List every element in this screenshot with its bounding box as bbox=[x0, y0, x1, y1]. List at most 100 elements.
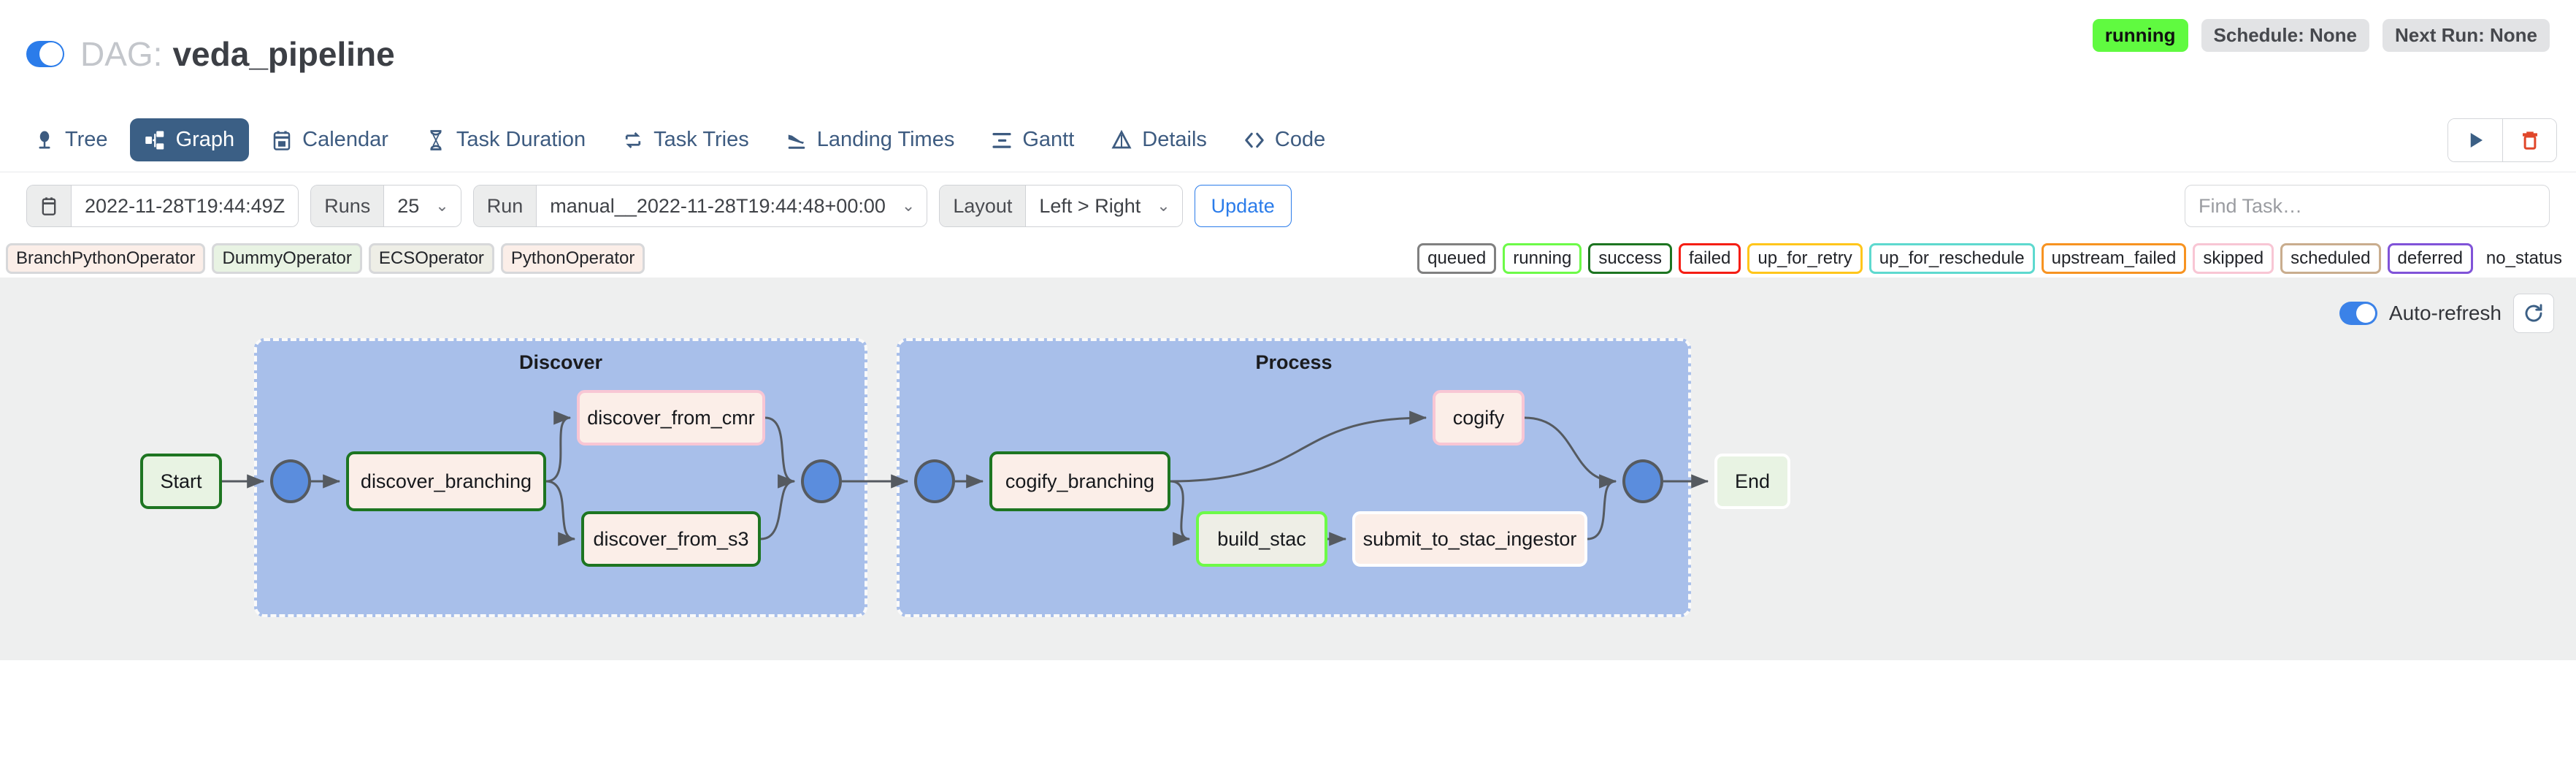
auto-refresh-toggle[interactable] bbox=[2339, 302, 2377, 325]
tab-calendar-label: Calendar bbox=[302, 128, 388, 151]
operator-legend-chip[interactable]: PythonOperator bbox=[500, 243, 645, 274]
delete-dag-button[interactable] bbox=[2502, 118, 2556, 161]
tab-graph[interactable]: Graph bbox=[129, 118, 250, 161]
run-group: Run manual__2022-11-28T19:44:48+00:00 ⌄ bbox=[472, 185, 928, 227]
status-legend-chip[interactable]: up_for_reschedule bbox=[1868, 243, 2035, 274]
graph-edge bbox=[545, 480, 576, 546]
view-tabbar: Tree Graph Calendar Task Duration Task T… bbox=[0, 108, 2576, 172]
update-button[interactable]: Update bbox=[1194, 185, 1292, 227]
status-legend-chip[interactable]: failed bbox=[1679, 243, 1741, 274]
tab-details[interactable]: Details bbox=[1096, 118, 1222, 161]
status-legend-chip[interactable]: queued bbox=[1417, 243, 1497, 274]
run-label: Run bbox=[473, 186, 537, 226]
runs-group: Runs 25 ⌄ bbox=[310, 185, 461, 227]
triangle-icon bbox=[1111, 129, 1132, 151]
graph-edge bbox=[1524, 416, 1617, 489]
chevron-down-icon: ⌄ bbox=[1157, 196, 1170, 215]
trigger-dag-button[interactable] bbox=[2448, 118, 2502, 161]
status-legend-chip[interactable]: no_status bbox=[2485, 248, 2562, 269]
schedule-badge[interactable]: Schedule: None bbox=[2201, 19, 2369, 52]
next-run-badge[interactable]: Next Run: None bbox=[2383, 19, 2550, 52]
operator-legend-chip[interactable]: ECSOperator bbox=[368, 243, 494, 274]
tab-landing-times-label: Landing Times bbox=[816, 128, 955, 151]
graph-edge bbox=[1587, 474, 1617, 540]
runs-label: Runs bbox=[311, 186, 385, 226]
dag-action-buttons bbox=[2447, 118, 2557, 162]
status-legend-chip[interactable]: running bbox=[1503, 243, 1582, 274]
toggle-pill bbox=[26, 41, 64, 67]
graph-edge bbox=[760, 474, 796, 540]
graph-node-start[interactable]: Start bbox=[140, 454, 222, 509]
tab-code[interactable]: Code bbox=[1229, 118, 1340, 161]
page-title: veda_pipeline bbox=[172, 35, 395, 73]
dag-prefix-label: DAG: bbox=[80, 35, 163, 73]
tab-task-tries-label: Task Tries bbox=[653, 128, 749, 151]
page-header: DAG: veda_pipeline running Schedule: Non… bbox=[0, 0, 2576, 108]
tab-gantt[interactable]: Gantt bbox=[976, 118, 1089, 161]
find-task-input[interactable] bbox=[2185, 185, 2550, 227]
status-legend-chip[interactable]: scheduled bbox=[2280, 243, 2381, 274]
landing-icon bbox=[786, 129, 808, 151]
tab-tree-label: Tree bbox=[65, 128, 108, 151]
graph-join-node[interactable] bbox=[270, 459, 311, 503]
graph-join-node[interactable] bbox=[1622, 459, 1663, 503]
tab-task-tries[interactable]: Task Tries bbox=[607, 118, 764, 161]
run-select[interactable]: manual__2022-11-28T19:44:48+00:00 ⌄ bbox=[537, 186, 927, 226]
layout-group: Layout Left > Right ⌄ bbox=[939, 185, 1183, 227]
graph-node-discover_from_s3[interactable]: discover_from_s3 bbox=[581, 511, 761, 567]
refresh-button[interactable] bbox=[2513, 294, 2554, 333]
graph-edges bbox=[222, 410, 1709, 546]
hourglass-icon bbox=[425, 129, 447, 151]
calendar-icon[interactable] bbox=[27, 186, 72, 226]
operator-legend-chip[interactable]: DummyOperator bbox=[212, 243, 362, 274]
trash-icon bbox=[2522, 131, 2537, 150]
task-group-title: Process bbox=[1255, 351, 1333, 373]
status-badge: running bbox=[2092, 19, 2188, 52]
base-date-group: 2022-11-28T19:44:49Z bbox=[26, 185, 299, 227]
status-legend-chip[interactable]: skipped bbox=[2193, 243, 2274, 274]
status-legend-chip[interactable]: upstream_failed bbox=[2041, 243, 2187, 274]
graph-edge bbox=[545, 410, 572, 483]
chevron-down-icon: ⌄ bbox=[435, 196, 449, 215]
status-legend-chip[interactable]: up_for_retry bbox=[1747, 243, 1863, 274]
tab-task-duration-label: Task Duration bbox=[456, 128, 586, 151]
graph-filter-bar: 2022-11-28T19:44:49Z Runs 25 ⌄ Run manua… bbox=[0, 172, 2576, 240]
layout-label: Layout bbox=[940, 186, 1027, 226]
graph-icon bbox=[145, 129, 166, 151]
graph-node-cogify[interactable]: cogify bbox=[1433, 390, 1525, 446]
status-legend-chip[interactable]: deferred bbox=[2387, 243, 2473, 274]
code-icon bbox=[1243, 129, 1265, 151]
play-icon bbox=[2470, 132, 2483, 148]
status-legend-chip[interactable]: success bbox=[1588, 243, 1673, 274]
tab-landing-times[interactable]: Landing Times bbox=[771, 118, 970, 161]
graph-join-node[interactable] bbox=[914, 459, 955, 503]
gantt-icon bbox=[991, 129, 1013, 151]
refresh-icon bbox=[2525, 304, 2542, 322]
task-group-title: Discover bbox=[518, 351, 603, 373]
graph-join-node[interactable] bbox=[801, 459, 842, 503]
dag-pause-toggle[interactable] bbox=[26, 34, 66, 74]
graph-node-submit_to_stac_ingestor[interactable]: submit_to_stac_ingestor bbox=[1352, 511, 1587, 567]
graph-node-build_stac[interactable]: build_stac bbox=[1196, 511, 1327, 567]
graph-node-cogify_branching[interactable]: cogify_branching bbox=[989, 451, 1170, 511]
layout-select[interactable]: Left > Right ⌄ bbox=[1026, 186, 1182, 226]
graph-edge bbox=[1170, 410, 1427, 483]
runs-select-value: 25 bbox=[397, 194, 420, 217]
graph-node-discover_from_cmr[interactable]: discover_from_cmr bbox=[577, 390, 765, 446]
base-date-input[interactable]: 2022-11-28T19:44:49Z bbox=[72, 186, 299, 226]
operator-legend-chip[interactable]: BranchPythonOperator bbox=[6, 243, 206, 274]
tab-tree[interactable]: Tree bbox=[19, 118, 123, 161]
layout-select-value: Left > Right bbox=[1039, 194, 1141, 217]
tab-code-label: Code bbox=[1274, 128, 1326, 151]
graph-node-discover_branching[interactable]: discover_branching bbox=[346, 451, 546, 511]
run-select-value: manual__2022-11-28T19:44:48+00:00 bbox=[550, 194, 886, 217]
graph-node-end[interactable]: End bbox=[1714, 454, 1790, 509]
tab-task-duration[interactable]: Task Duration bbox=[410, 118, 600, 161]
runs-select[interactable]: 25 ⌄ bbox=[384, 186, 461, 226]
tab-calendar[interactable]: Calendar bbox=[256, 118, 403, 161]
